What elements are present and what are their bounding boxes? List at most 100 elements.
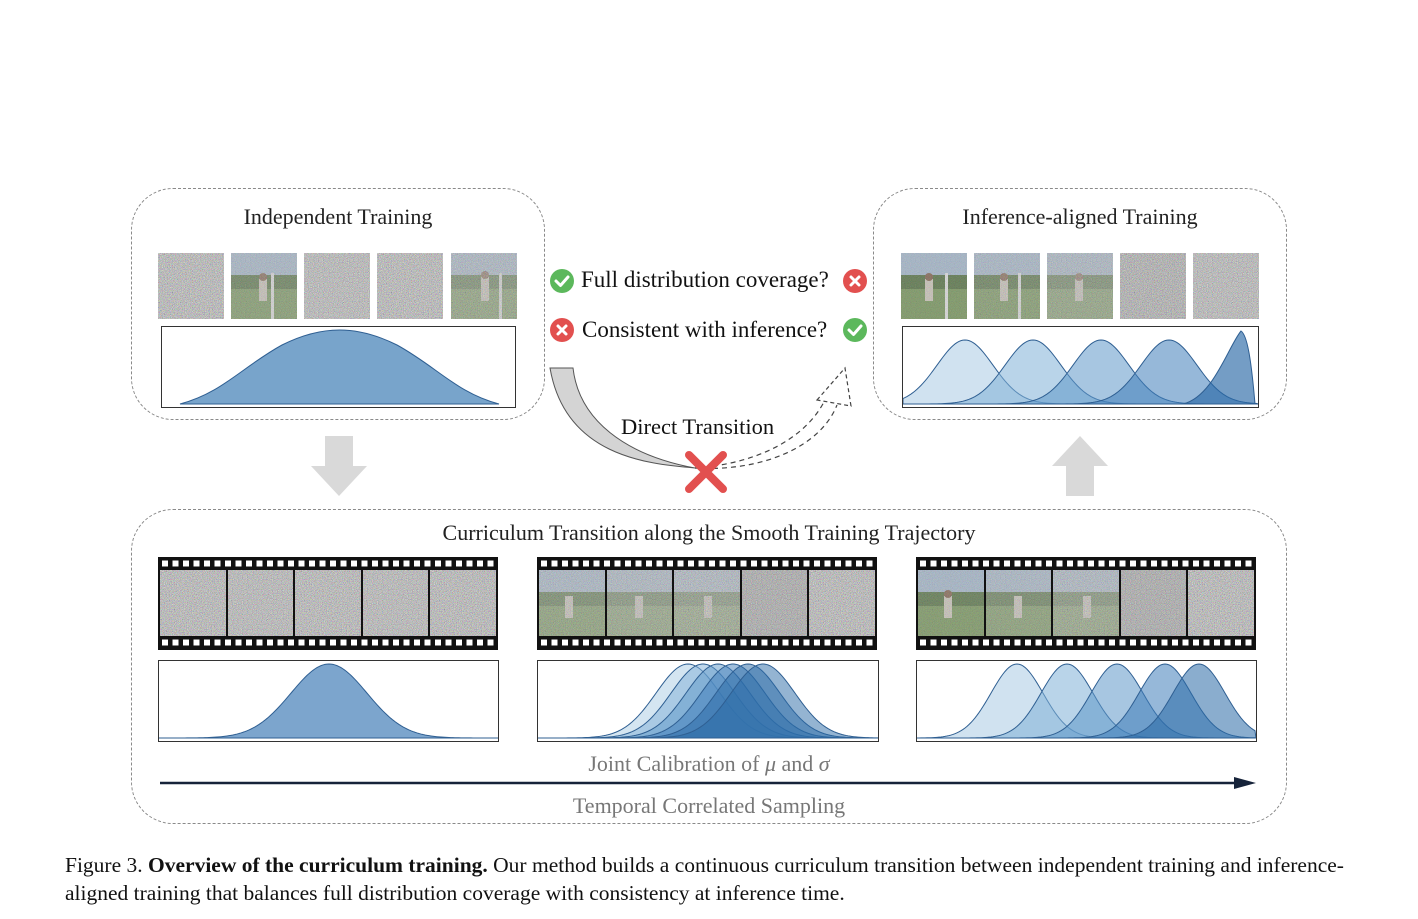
distribution-curve	[917, 663, 1257, 739]
consistency-question: Consistent with inference?	[582, 317, 828, 342]
sprocket-hole	[646, 560, 652, 567]
sprocket-hole	[225, 639, 231, 646]
distribution-curve	[159, 663, 498, 739]
sprocket-hole	[972, 560, 979, 567]
sprocket-hole	[835, 560, 841, 567]
sprocket-hole	[541, 639, 547, 646]
sprocket-hole	[277, 560, 284, 567]
sprocket-hole	[309, 560, 315, 567]
sprocket-hole	[1224, 639, 1231, 646]
sprocket-hole	[856, 560, 862, 567]
gaussian-distribution-plot	[158, 660, 499, 742]
sprocket-hole	[246, 639, 252, 646]
sprocket-hole	[625, 639, 631, 646]
sprocket-hole	[920, 560, 926, 567]
sprocket-hole	[1193, 560, 1199, 567]
sprocket-hole	[646, 639, 652, 646]
sprocket-hole	[751, 560, 757, 567]
sprocket-hole	[635, 560, 642, 567]
sprocket-hole	[562, 639, 568, 646]
inference-aligned-title: Inference-aligned Training	[962, 204, 1198, 229]
sprocket-hole	[445, 639, 452, 646]
sprocket-hole	[235, 639, 242, 646]
sprocket-hole	[1203, 639, 1210, 646]
sprocket-hole	[340, 560, 347, 567]
sprocket-hole	[361, 560, 368, 567]
sprocket-hole	[1109, 639, 1115, 646]
sprocket-hole	[835, 639, 841, 646]
sprocket-hole	[1004, 639, 1010, 646]
sprocket-hole	[1014, 560, 1021, 567]
sprocket-hole	[1004, 560, 1010, 567]
sprocket-hole	[477, 560, 483, 567]
sprocket-hole	[920, 639, 926, 646]
sprocket-hole	[1245, 639, 1252, 646]
sprocket-hole	[1182, 560, 1189, 567]
sprocket-hole	[719, 560, 726, 567]
sprocket-hole	[435, 639, 441, 646]
sprocket-hole	[424, 639, 431, 646]
sprocket-hole	[583, 639, 589, 646]
sprocket-hole	[1014, 639, 1021, 646]
scene-frame	[451, 253, 517, 319]
sprocket-hole	[845, 639, 852, 646]
sprocket-hole	[183, 639, 189, 646]
sprocket-hole	[593, 560, 600, 567]
sprocket-hole	[814, 560, 820, 567]
sprocket-hole	[319, 639, 326, 646]
sprocket-hole	[193, 639, 200, 646]
sprocket-hole	[1098, 639, 1105, 646]
and-text: and	[776, 751, 819, 776]
sprocket-hole	[351, 560, 357, 567]
sprocket-hole	[667, 639, 673, 646]
sprocket-hole	[803, 560, 810, 567]
distribution-curve	[538, 663, 879, 739]
sampling-label: Temporal Correlated Sampling	[572, 793, 846, 818]
sigma-symbol: σ	[818, 751, 830, 776]
uniform-distribution-plot	[161, 326, 516, 408]
sprocket-hole	[993, 639, 1000, 646]
sprocket-hole	[225, 560, 231, 567]
sprocket-hole	[277, 639, 284, 646]
sprocket-hole	[667, 560, 673, 567]
sprocket-hole	[719, 639, 726, 646]
sprocket-hole	[1235, 560, 1241, 567]
sprocket-hole	[614, 639, 621, 646]
sprocket-hole	[1025, 560, 1031, 567]
mu-symbol: μ	[764, 751, 776, 776]
sprocket-hole	[298, 560, 305, 567]
sprocket-hole	[604, 560, 610, 567]
sprocket-hole	[214, 560, 221, 567]
sprocket-hole	[793, 560, 799, 567]
sprocket-hole	[572, 639, 579, 646]
noisy-frame	[304, 253, 370, 319]
sprocket-hole	[782, 560, 789, 567]
sprocket-hole	[772, 639, 778, 646]
sprocket-hole	[256, 560, 263, 567]
sprocket-hole	[372, 639, 378, 646]
direct-transition-label: Direct Transition	[621, 414, 775, 439]
scene-frame	[974, 253, 1040, 319]
sprocket-hole	[330, 639, 336, 646]
sprocket-hole	[1056, 560, 1063, 567]
sprocket-hole	[204, 639, 210, 646]
sprocket-hole	[382, 639, 389, 646]
staggered-distribution-plot	[902, 326, 1259, 408]
sprocket-hole	[656, 639, 663, 646]
film-strip	[158, 557, 498, 650]
down-arrow-icon	[311, 436, 367, 496]
sprocket-hole	[772, 560, 778, 567]
sprocket-hole	[845, 560, 852, 567]
sprocket-hole	[424, 560, 431, 567]
sprocket-hole	[1182, 639, 1189, 646]
sprocket-hole	[298, 639, 305, 646]
sprocket-hole	[172, 560, 179, 567]
sprocket-hole	[267, 560, 273, 567]
sprocket-hole	[1161, 639, 1168, 646]
sprocket-hole	[983, 639, 989, 646]
sprocket-hole	[1035, 560, 1042, 567]
sprocket-hole	[330, 560, 336, 567]
sprocket-hole	[172, 639, 179, 646]
trajectory-arrow	[160, 777, 1256, 789]
sprocket-hole	[162, 639, 168, 646]
